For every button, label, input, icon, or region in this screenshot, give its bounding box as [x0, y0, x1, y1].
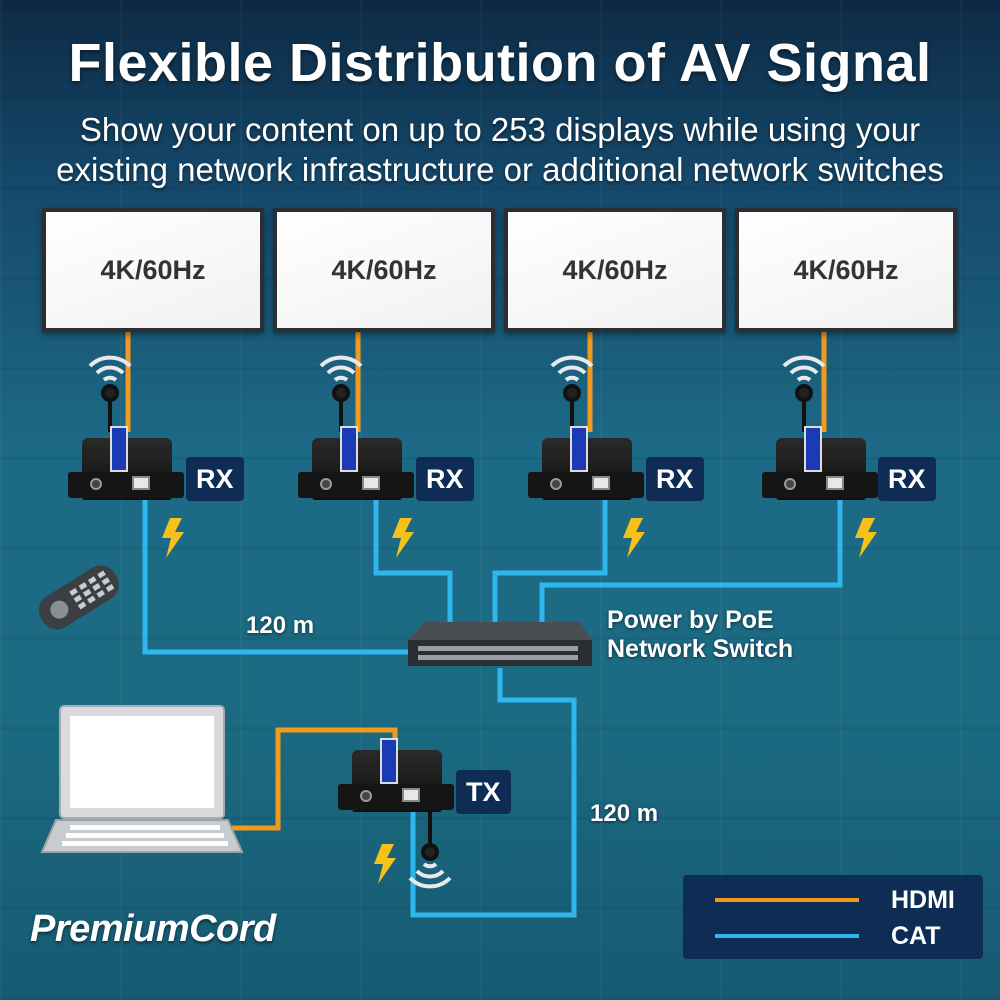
legend-cat: CAT [715, 919, 975, 953]
network-switch-icon [408, 622, 592, 666]
receiver-device-1 [68, 426, 184, 502]
rx-label: RX [878, 457, 936, 501]
display-resolution: 4K/60Hz [562, 254, 668, 285]
hdmi-cable-laptop [232, 727, 398, 831]
page-subtitle: Show your content on up to 253 displays … [0, 110, 1000, 190]
legend-hdmi-swatch [715, 898, 859, 902]
legend-hdmi: HDMI [715, 883, 975, 917]
cat-cable-1 [142, 500, 410, 655]
display-resolution: 4K/60Hz [331, 254, 437, 285]
remote-control-icon [38, 565, 119, 630]
switch-label: Power by PoE Network Switch [607, 606, 793, 664]
display-1: 4K/60Hz [42, 208, 264, 332]
lightning-icon [392, 518, 414, 558]
lightning-icon [162, 518, 184, 558]
distance-label-left: 120 m [246, 612, 315, 639]
cat-cables [142, 500, 843, 918]
rx-label: RX [416, 457, 474, 501]
legend-hdmi-label: HDMI [891, 886, 955, 914]
rx-label: RX [646, 457, 704, 501]
lightning-icon [623, 518, 645, 558]
legend-cat-label: CAT [891, 922, 941, 950]
legend-cat-swatch [715, 934, 859, 938]
cat-cable-4 [539, 500, 843, 625]
cat-cable-tx [410, 668, 577, 918]
receiver-device-2 [298, 426, 414, 502]
display-resolution: 4K/60Hz [100, 254, 206, 285]
cat-cable-3 [492, 500, 608, 625]
lightning-icon [374, 844, 396, 884]
laptop-icon [40, 705, 244, 853]
receiver-device-4 [762, 426, 878, 502]
rx-label: RX [186, 457, 244, 501]
switch-label-line-1: Power by PoE [607, 606, 774, 634]
display-4: 4K/60Hz [735, 208, 957, 332]
lightning-icon [855, 518, 877, 558]
display-2: 4K/60Hz [273, 208, 495, 332]
subtitle-line-2: existing network infrastructure or addit… [56, 151, 944, 188]
receiver-device-3 [528, 426, 644, 502]
switch-label-line-2: Network Switch [607, 635, 794, 663]
distance-label-bottom: 120 m [590, 800, 659, 827]
display-3: 4K/60Hz [504, 208, 726, 332]
cat-cable-2 [373, 500, 453, 625]
brand-logo: PremiumCord [30, 908, 276, 950]
display-resolution: 4K/60Hz [793, 254, 899, 285]
antennas [101, 384, 813, 861]
tx-label: TX [456, 770, 511, 814]
legend: HDMI CAT [683, 875, 983, 959]
transmitter-device [338, 738, 454, 814]
subtitle-line-1: Show your content on up to 253 displays … [79, 111, 921, 148]
hdmi-cables [125, 332, 827, 831]
page-title: Flexible Distribution of AV Signal [68, 33, 932, 93]
